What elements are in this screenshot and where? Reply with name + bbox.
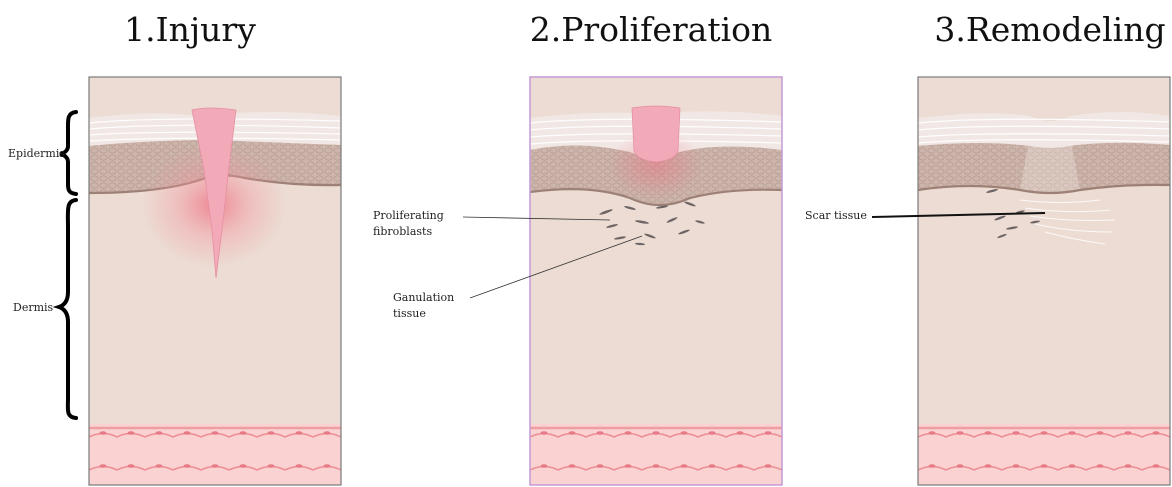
stage-title-injury: 1.Injury xyxy=(124,10,256,49)
panel-injury xyxy=(89,77,341,485)
granulation-label-line1: Ganulation xyxy=(393,291,454,304)
epidermis-label: Epidermis xyxy=(8,147,65,160)
healing-scab xyxy=(632,106,680,162)
dermis-brace xyxy=(59,200,76,418)
panel-proliferation xyxy=(530,77,782,485)
scar-tissue-label: Scar tissue xyxy=(805,209,867,222)
dermis-label: Dermis xyxy=(13,301,54,314)
stage-title-remodeling: 3.Remodeling xyxy=(934,10,1165,49)
granulation-label-line2: tissue xyxy=(393,307,426,320)
proliferating-label-line2: fibroblasts xyxy=(373,225,432,238)
stage-title-proliferation: 2.Proliferation xyxy=(530,10,773,49)
scar-epidermis xyxy=(1020,146,1080,193)
panel-remodeling xyxy=(918,77,1170,485)
proliferating-label-line1: Proliferating xyxy=(373,209,444,222)
